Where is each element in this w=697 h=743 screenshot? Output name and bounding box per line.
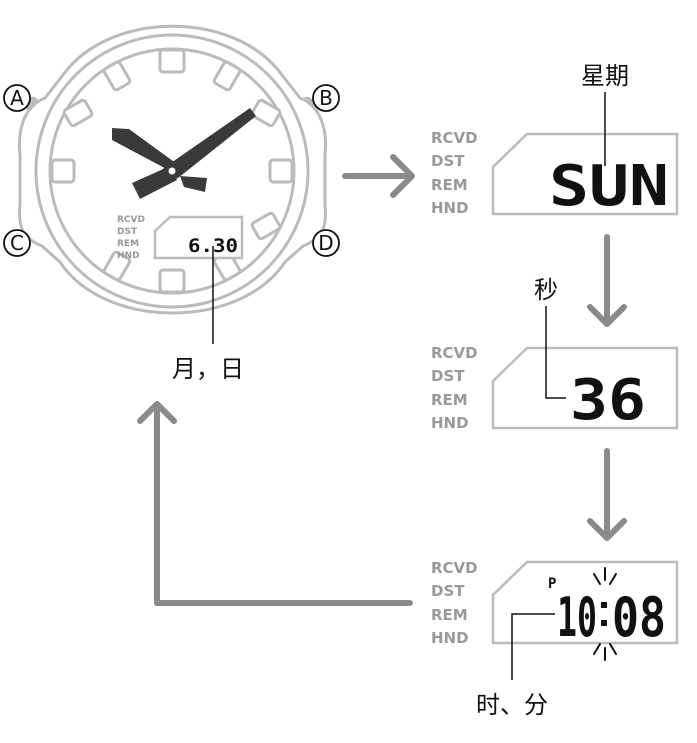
indicator-rcvd: RCVD xyxy=(431,129,478,147)
hand-counterweight-tail xyxy=(180,176,207,192)
indicator-rem: REM xyxy=(431,176,468,194)
seconds-value: 36 xyxy=(570,368,646,433)
hour-marker xyxy=(102,60,132,92)
button-a-label: A xyxy=(10,86,24,110)
indicator-hnd: HND xyxy=(431,629,469,647)
indicator-rem: REM xyxy=(431,606,468,624)
button-c-label: C xyxy=(10,231,24,255)
arrow-down-2-head xyxy=(587,518,627,541)
arrow-right-head xyxy=(390,154,415,198)
arrow-return-shaft xyxy=(154,403,413,606)
arrow-right xyxy=(342,154,415,198)
button-b[interactable]: B xyxy=(312,84,340,112)
hour-marker xyxy=(268,158,294,184)
time-leader xyxy=(511,613,555,680)
arrow-down-1-head xyxy=(587,304,627,327)
arrow-down-2 xyxy=(587,448,627,541)
button-a-circle xyxy=(3,84,31,112)
indicator-hnd: HND xyxy=(431,414,469,432)
indicator-rcvd: RCVD xyxy=(431,559,478,577)
flash-mark xyxy=(609,573,617,585)
button-d-circle xyxy=(312,229,340,257)
indicator-hnd: HND xyxy=(431,199,469,217)
hand-pivot-cap xyxy=(168,167,176,175)
flash-mark xyxy=(593,573,601,585)
lcd-window xyxy=(491,560,679,645)
button-c-circle xyxy=(3,229,31,257)
watch-indicator-rcvd: RCVD xyxy=(117,215,145,225)
lcd-window xyxy=(491,346,679,430)
flow-arrows xyxy=(137,154,627,606)
watch-indicator-dst: DST xyxy=(117,227,138,237)
button-b-circle xyxy=(312,84,340,112)
hour-marker xyxy=(212,60,242,92)
hour-marker xyxy=(158,268,186,294)
hours-value: 10 xyxy=(557,586,597,649)
arrow-return xyxy=(137,401,413,606)
hour-marker xyxy=(50,158,76,184)
colon-dot xyxy=(601,602,607,608)
screen-seconds: RCVD DST REM HND 36 秒 xyxy=(431,276,679,433)
pm-indicator: P xyxy=(548,576,556,592)
button-a[interactable]: A xyxy=(3,84,31,112)
indicator-dst: DST xyxy=(431,582,465,600)
button-d-label: D xyxy=(318,231,333,255)
screen-time: RCVD DST REM HND P 10 08 时、分 xyxy=(431,559,679,719)
button-b-label: B xyxy=(319,86,333,110)
lcd-window xyxy=(491,132,679,216)
hour-marker xyxy=(158,48,186,74)
button-d[interactable]: D xyxy=(312,229,340,257)
watch: RCVD DST REM HND 6.30 A B C D xyxy=(3,24,340,383)
seconds-leader xyxy=(545,306,566,399)
hour-marker xyxy=(102,250,132,282)
indicator-dst: DST xyxy=(431,367,465,385)
watch-indicator-hnd: HND xyxy=(117,251,140,261)
time-label: 时、分 xyxy=(476,691,548,719)
arrow-return-head xyxy=(137,401,177,424)
indicator-rcvd: RCVD xyxy=(431,344,478,362)
watch-hands xyxy=(112,108,256,199)
colon-dot xyxy=(601,620,607,626)
watch-indicator-rem: REM xyxy=(117,239,139,249)
button-c[interactable]: C xyxy=(3,229,31,257)
flash-marks xyxy=(593,567,617,661)
flash-mark xyxy=(609,643,617,655)
minute-hand xyxy=(168,108,256,178)
seconds-label: 秒 xyxy=(534,276,558,304)
hour-marker xyxy=(250,98,282,128)
screen-weekday: RCVD DST REM HND SUN 星期 xyxy=(431,62,679,219)
watch-bezel xyxy=(34,33,310,309)
watch-lcd-window xyxy=(153,215,244,260)
hour-hand xyxy=(112,128,177,174)
indicator-dst: DST xyxy=(431,152,465,170)
month-day-label: 月，日 xyxy=(172,355,244,383)
hour-marker xyxy=(62,98,94,128)
minutes-value: 08 xyxy=(612,586,666,649)
indicator-rem: REM xyxy=(431,391,468,409)
flash-mark xyxy=(593,643,601,655)
weekday-label: 星期 xyxy=(581,62,629,90)
arrow-down-1 xyxy=(587,234,627,327)
weekday-value: SUN xyxy=(549,154,669,219)
hour-marker xyxy=(250,211,282,241)
